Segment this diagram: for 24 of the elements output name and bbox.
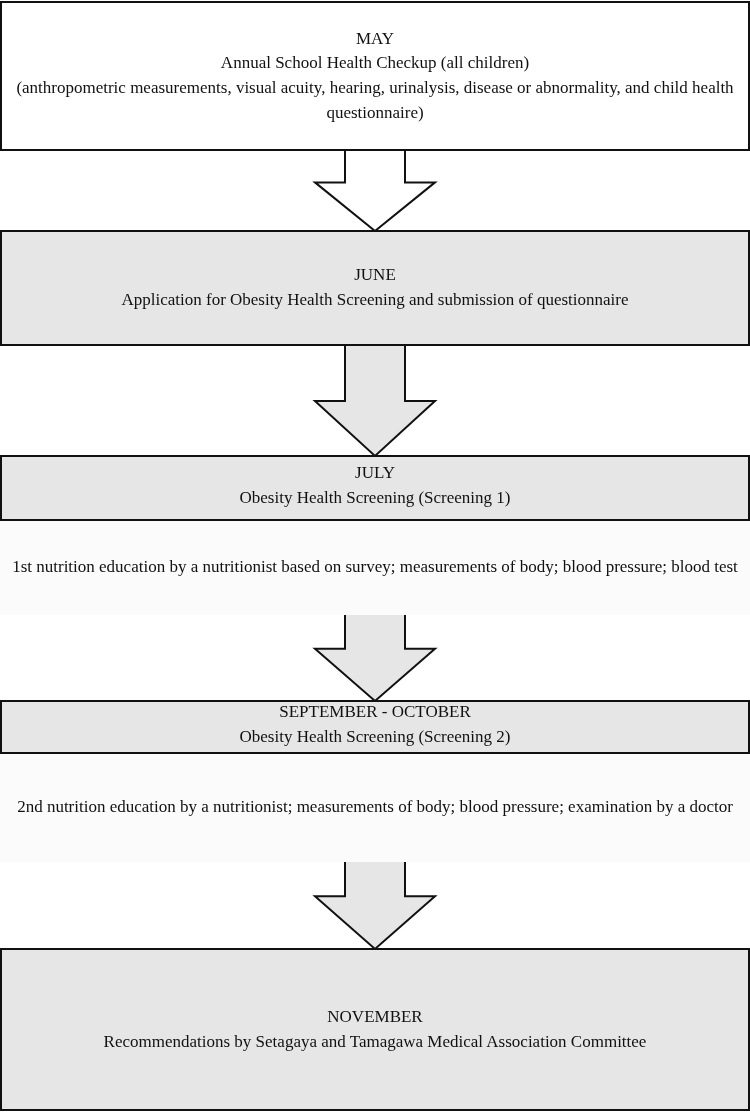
detail-panel xyxy=(0,519,750,615)
stage-description: 2nd nutrition education by a nutritionist; measurements of body; blood pressure; examination by a doctor xyxy=(16,795,734,818)
stage-box xyxy=(0,948,750,1111)
block-arrow xyxy=(312,613,438,703)
stage-description: Obesity Health Screening (Screening 2) xyxy=(238,726,512,748)
stage-box xyxy=(0,455,750,615)
block-arrow xyxy=(312,860,438,951)
stage-heading: JUNE xyxy=(353,264,397,287)
detail-panel xyxy=(0,752,750,862)
stage-description: 1st nutrition education by a nutritionist based on survey; measurements of body; blood pressure; blood test xyxy=(11,555,739,578)
block-arrow xyxy=(312,344,438,458)
stage-heading: SEPTEMBER - OCTOBER xyxy=(278,701,472,724)
stage-description: Application for Obesity Health Screening and submission of questionnaire xyxy=(120,289,630,311)
stage-box xyxy=(0,230,750,346)
stage-description: Annual School Health Checkup (all children) xyxy=(219,52,531,75)
stage-heading: NOVEMBER xyxy=(326,1005,424,1028)
stage-description: Recommendations by Setagaya and Tamagawa Medical Association Committee xyxy=(102,1030,648,1053)
stage-heading: MAY xyxy=(354,27,396,50)
stage-heading: JULY xyxy=(354,462,396,485)
stage-description: (anthropometric measurements, visual acuity, hearing, urinalysis, disease or abnormality, and child health questionnaire) xyxy=(15,77,735,124)
stage-description: Obesity Health Screening (Screening 1) xyxy=(238,487,512,509)
stage-box xyxy=(0,700,750,862)
block-arrow xyxy=(312,149,438,233)
stage-box xyxy=(0,1,750,151)
